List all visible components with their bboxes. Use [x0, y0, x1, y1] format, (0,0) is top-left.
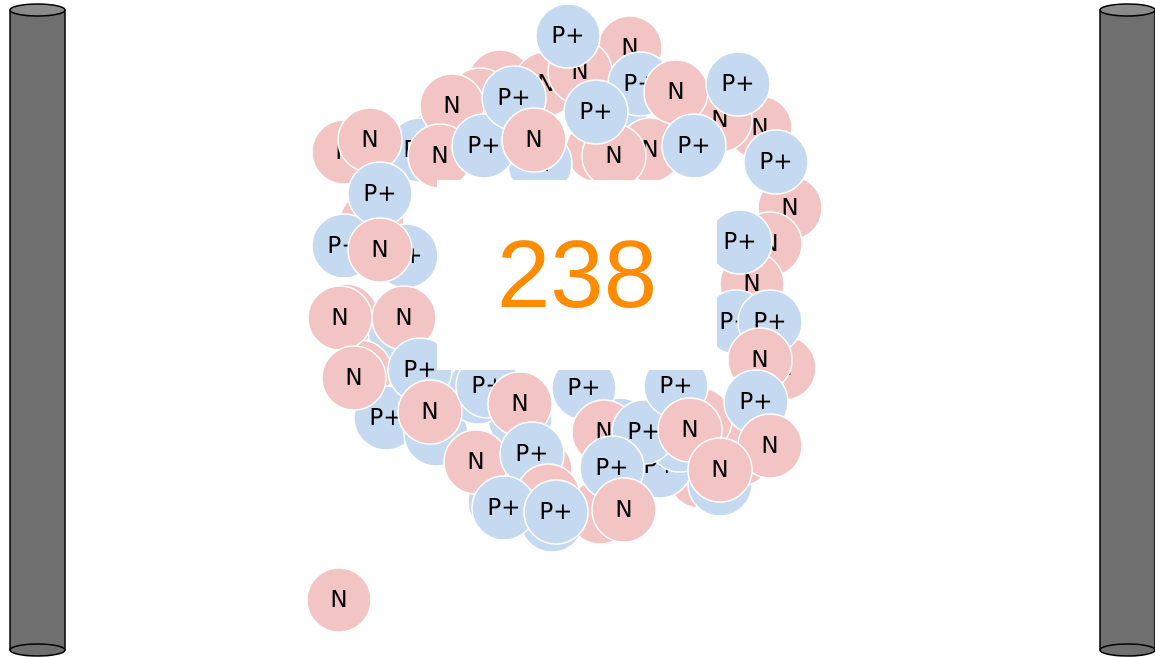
proton: P+ [706, 52, 770, 116]
mass-number-box: 238 [437, 180, 717, 370]
proton-label: P+ [497, 85, 530, 111]
neutron-label: N [421, 399, 438, 425]
proton-label: P+ [721, 71, 754, 97]
right-electrode [1100, 4, 1155, 656]
neutron-label: N [511, 391, 528, 417]
neutron: N [398, 380, 462, 444]
neutron-label: N [361, 127, 378, 153]
neutron-label: N [667, 79, 684, 105]
proton-label: P+ [403, 357, 436, 383]
mass-number: 238 [497, 227, 657, 323]
neutron-label: N [371, 237, 388, 263]
proton-label: P+ [551, 23, 584, 49]
proton-label: P+ [363, 181, 396, 207]
proton-label: P+ [739, 389, 772, 415]
proton-label: P+ [539, 499, 572, 525]
proton-label: P+ [487, 495, 520, 521]
proton-label: P+ [677, 133, 710, 159]
proton-label: P+ [515, 441, 548, 467]
neutron: N [322, 346, 386, 410]
proton: P+ [564, 80, 628, 144]
neutron: N [592, 478, 656, 542]
neutron-label: N [711, 457, 728, 483]
neutron-label: N [751, 347, 768, 373]
neutron: N [688, 438, 752, 502]
proton: P+ [348, 162, 412, 226]
neutron-label: N [431, 143, 448, 169]
free-neutron: N [306, 567, 372, 633]
neutron-label: N [345, 365, 362, 391]
neutron-label: N [615, 497, 632, 523]
neutron-label: N [467, 449, 484, 475]
proton: P+ [524, 480, 588, 544]
neutron: N [502, 108, 566, 172]
neutron: N [338, 108, 402, 172]
proton-label: P+ [759, 149, 792, 175]
proton-label: P+ [467, 133, 500, 159]
neutron-label: N [443, 93, 460, 119]
proton-label: P+ [659, 373, 692, 399]
proton: P+ [708, 210, 772, 274]
left-electrode [10, 4, 65, 656]
proton: P+ [662, 114, 726, 178]
neutron: N [348, 218, 412, 282]
proton-label: P+ [627, 419, 660, 445]
neutron: N [308, 286, 372, 350]
neutron-label: N [605, 143, 622, 169]
neutron-label: N [395, 305, 412, 331]
proton: P+ [744, 130, 808, 194]
proton-label: P+ [567, 375, 600, 401]
free-neutron-label: N [330, 587, 347, 613]
proton-label: P+ [579, 99, 612, 125]
proton-label: P+ [723, 229, 756, 255]
proton-label: P+ [595, 455, 628, 481]
neutron-label: N [681, 417, 698, 443]
proton: P+ [536, 4, 600, 68]
neutron-label: N [331, 305, 348, 331]
neutron-label: N [761, 433, 778, 459]
neutron-label: N [525, 127, 542, 153]
